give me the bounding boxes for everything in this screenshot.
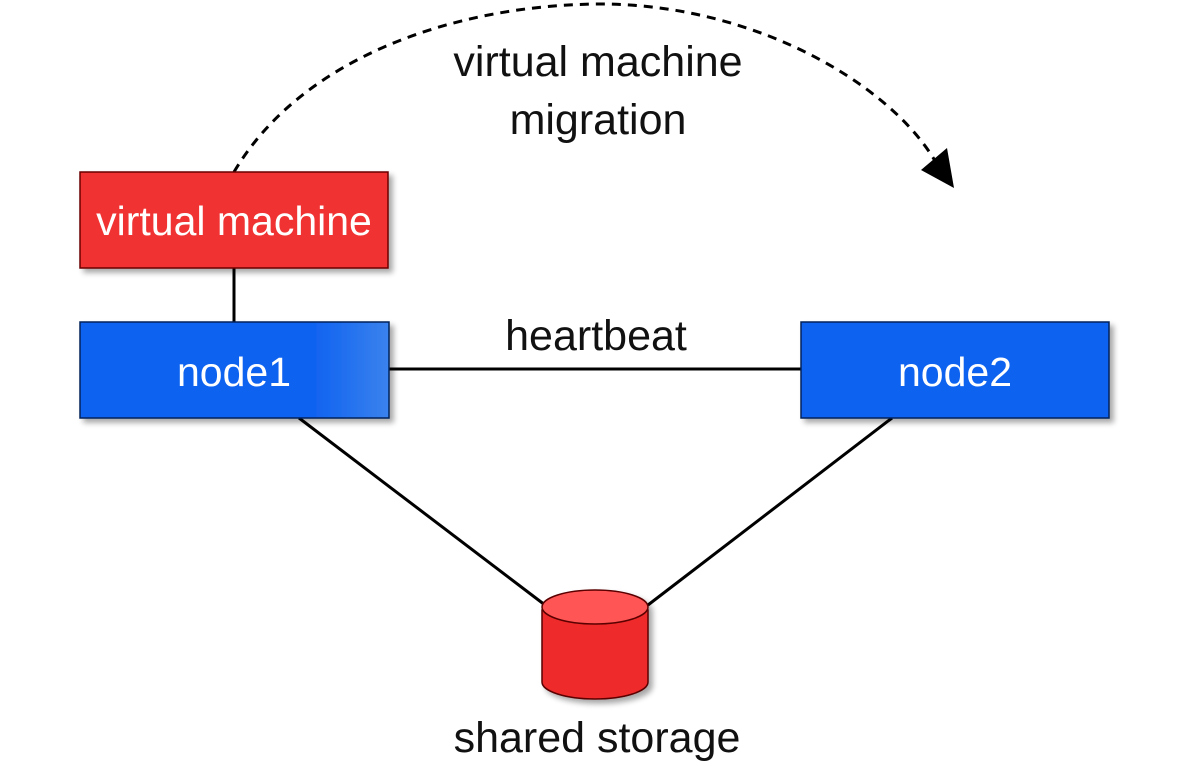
migration-arrow bbox=[232, 2, 942, 173]
node1-label: node1 bbox=[177, 349, 291, 395]
node2-box bbox=[800, 321, 1110, 419]
node1-box bbox=[79, 321, 390, 419]
heartbeat-label: heartbeat bbox=[505, 312, 687, 360]
migration-label-line1: virtual machine bbox=[453, 38, 742, 86]
node2-label: node2 bbox=[898, 349, 1012, 395]
migration-arrowhead bbox=[921, 148, 954, 188]
shared-storage-cylinder bbox=[541, 589, 649, 700]
node1-to-storage-link bbox=[298, 416, 546, 607]
virtual-machine-box bbox=[79, 171, 389, 269]
node2-to-storage-link bbox=[647, 416, 893, 607]
shared-storage-label: shared storage bbox=[454, 714, 741, 762]
migration-label-line2: migration bbox=[510, 96, 687, 144]
virtual-machine-label: virtual machine bbox=[96, 198, 372, 244]
